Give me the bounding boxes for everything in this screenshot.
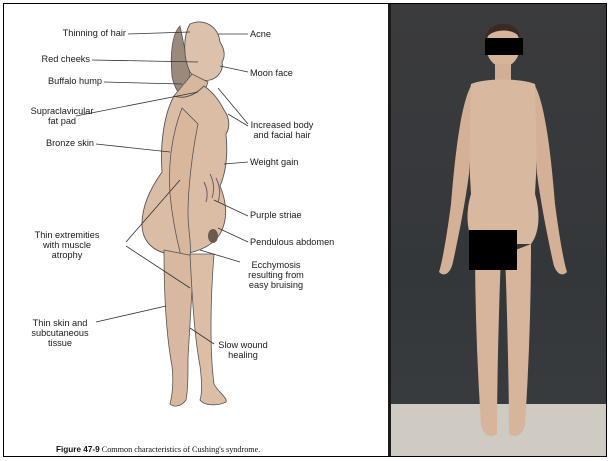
figure-caption: Figure 47-9 Common characteristics of Cu… bbox=[56, 445, 260, 454]
label-red-cheeks: Red cheeks bbox=[24, 54, 90, 64]
patient-arm-right bbox=[439, 86, 471, 274]
label-ecchymosis: Ecchymosis resulting from easy bruising bbox=[234, 260, 318, 290]
face-censor-bar bbox=[485, 38, 523, 55]
patient-torso bbox=[468, 80, 539, 245]
label-purple-striae: Purple striae bbox=[250, 210, 330, 220]
body-censor-block bbox=[469, 230, 517, 270]
pubic-hair bbox=[208, 229, 218, 243]
caption-text: Common characteristics of Cushing's synd… bbox=[102, 445, 261, 454]
label-buffalo-hump: Buffalo hump bbox=[24, 76, 102, 86]
label-supraclavicular-fat-pad: Supraclavicular fat pad bbox=[22, 106, 102, 126]
label-thinning-hair: Thinning of hair bbox=[26, 28, 126, 38]
label-thin-extremities: Thin extremities with muscle atrophy bbox=[22, 230, 112, 260]
patient-photo bbox=[391, 4, 606, 456]
label-moon-face: Moon face bbox=[250, 68, 330, 78]
label-increased-hair: Increased body and facial hair bbox=[242, 120, 322, 140]
head-shape bbox=[185, 22, 224, 81]
label-thin-skin: Thin skin and subcutaneous tissue bbox=[22, 318, 98, 348]
caption-figure-number: Figure 47-9 bbox=[56, 445, 100, 454]
leg-front-shape bbox=[190, 254, 226, 405]
label-pendulous-abdomen: Pendulous abdomen bbox=[250, 237, 360, 247]
label-acne: Acne bbox=[250, 29, 310, 39]
diagram-panel: Thinning of hair Red cheeks Buffalo hump… bbox=[4, 4, 388, 456]
floor bbox=[391, 404, 606, 456]
patient-neck bbox=[495, 64, 511, 80]
figure-frame: Thinning of hair Red cheeks Buffalo hump… bbox=[3, 3, 607, 457]
leg-back-shape bbox=[164, 250, 194, 406]
label-weight-gain: Weight gain bbox=[250, 157, 330, 167]
label-slow-wound-healing: Slow wound healing bbox=[208, 340, 278, 360]
label-bronze-skin: Bronze skin bbox=[24, 138, 94, 148]
patient-arm-left bbox=[535, 86, 567, 274]
